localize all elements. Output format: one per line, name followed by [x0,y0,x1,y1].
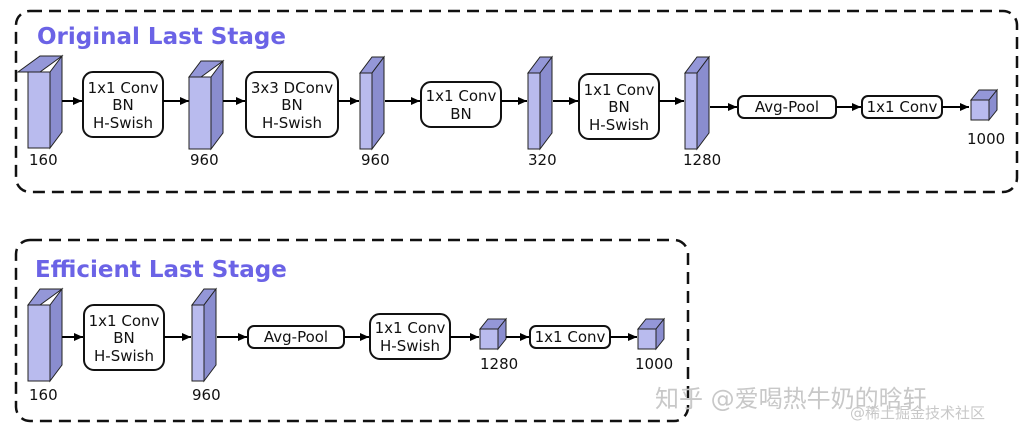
tensor-label: 1000 [967,130,1005,148]
tensor-320 [527,55,553,151]
op-label-line: BN [113,329,135,347]
tensor-960 [188,59,225,151]
op-box-dconv-bn-hswish [245,71,339,138]
tensor-label: 1000 [635,355,673,373]
original-stage-border [14,9,1019,194]
op-label-line: Avg-Pool [755,98,819,116]
op-label-line: H-Swish [93,114,153,132]
op-label-line: H-Swish [94,347,154,365]
tensor-1280 [684,55,710,151]
op-label-line: Avg-Pool [264,328,328,346]
op-label-line: H-Swish [262,114,322,132]
tensor-label: 1280 [480,355,518,373]
op-label-line: 1x1 Conv [867,98,938,116]
efficient-stage-title: Efficient Last Stage [35,257,287,283]
op-label-line: 1x1 Conv [584,81,655,99]
op-label-line: 1x1 Conv [426,87,497,105]
tensor-960 [359,55,385,151]
watermark-line-2: @稀土掘金技术社区 [850,404,985,422]
op-box-conv-bn [420,81,502,128]
tensor-label: 960 [190,151,219,169]
op-label-line: 1x1 Conv [89,312,160,330]
op-box-conv-bn-hswish [82,71,164,138]
tensor-1000 [636,317,666,351]
op-label-line: BN [450,105,472,123]
op-label-line: 1x1 Conv [375,319,446,337]
tensor-160 [16,54,64,150]
op-label-line: H-Swish [380,337,440,355]
tensor-label: 960 [361,151,390,169]
watermark-line-1: 知乎 @爱喝热牛奶的晗轩 [655,385,927,413]
original-last-stage-panel: Original Last Stage 160 1x1 Conv BN H-Sw… [14,9,1019,194]
op-label-line: BN [281,96,303,114]
op-label-line: BN [112,96,134,114]
tensor-160 [27,287,64,383]
efficient-stage-border [14,238,690,423]
tensor-label: 960 [192,386,221,404]
op-label-line: 1x1 Conv [88,79,159,97]
op-label-line: 1x1 Conv [535,328,606,346]
op-label-line: 3x3 DConv [251,79,333,97]
op-label-line: H-Swish [589,116,649,134]
efficient-last-stage-panel: Efficient Last Stage 160 1x1 Conv BN H-S… [14,238,690,423]
op-label-line: BN [608,98,630,116]
tensor-1280 [478,317,508,351]
op-box-conv-bn-hswish [578,73,660,140]
tensor-1000 [969,88,999,122]
tensor-label: 160 [29,151,58,169]
tensor-label: 160 [29,386,58,404]
tensor-960 [191,287,217,383]
tensor-label: 1280 [683,151,721,169]
original-stage-title: Original Last Stage [37,24,286,50]
tensor-label: 320 [528,151,557,169]
